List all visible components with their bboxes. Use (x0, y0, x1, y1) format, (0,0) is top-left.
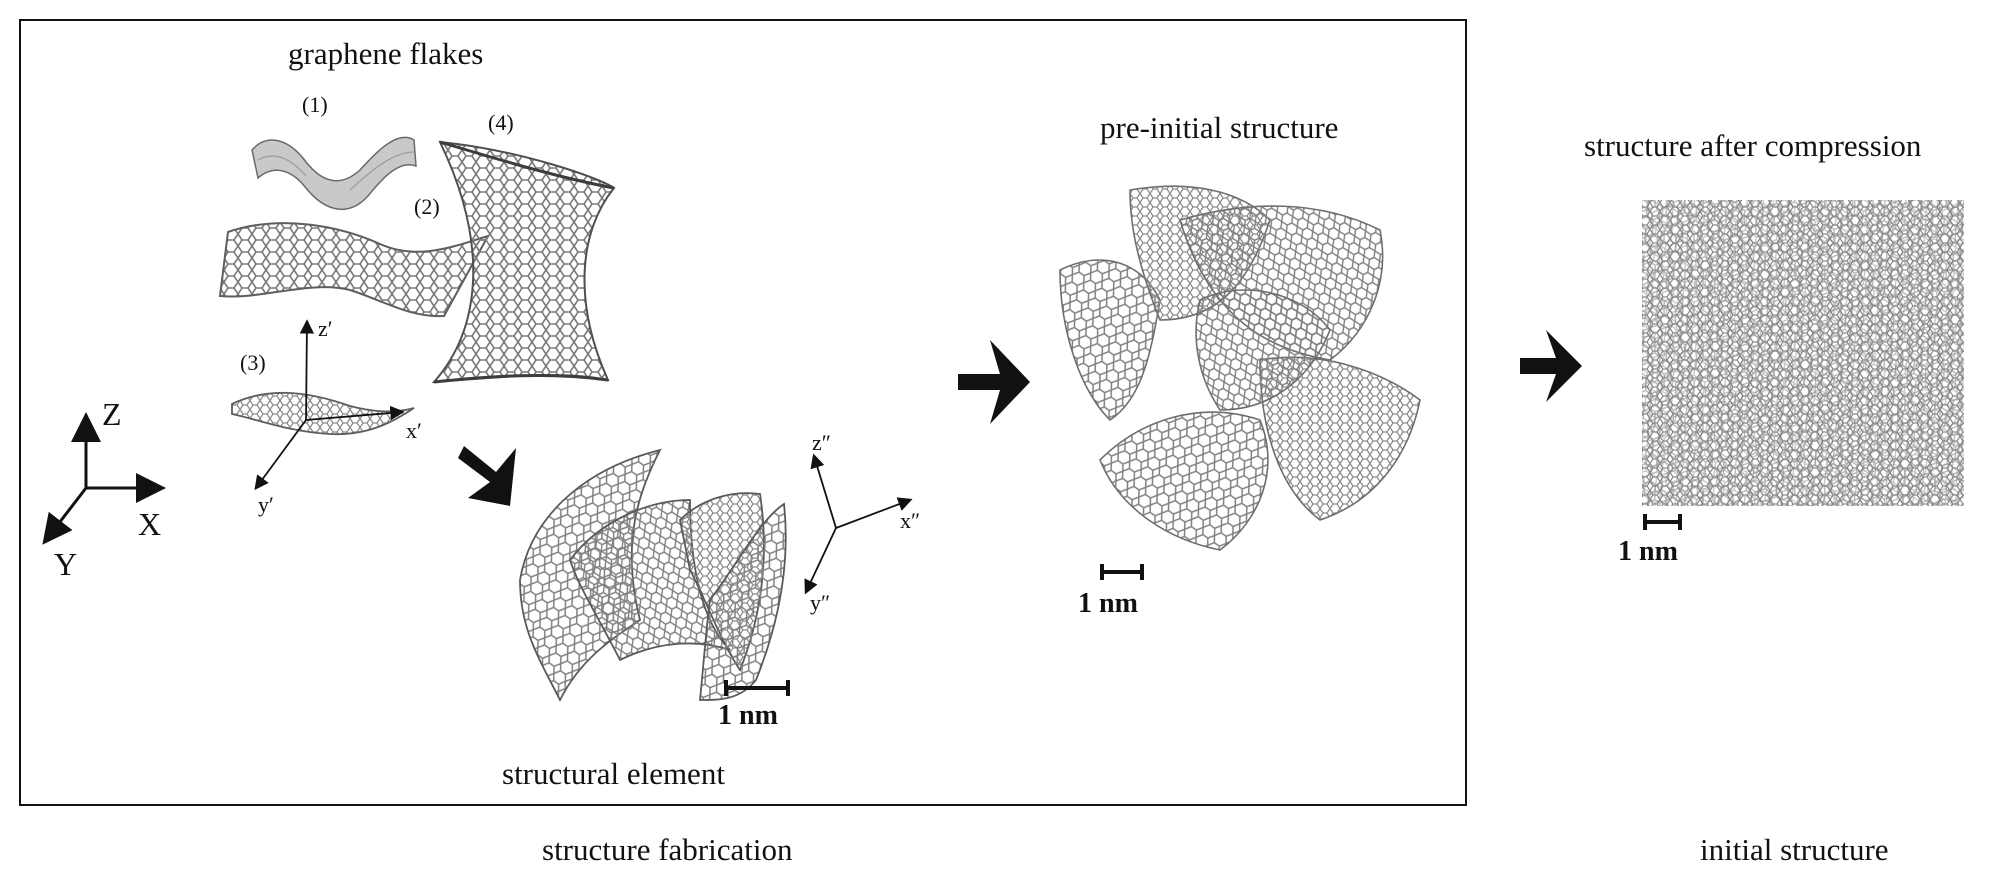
structural-element-sheets (519, 448, 787, 703)
axis-z-double-prime-label: z″ (812, 430, 831, 455)
axis-x-label: X (138, 506, 162, 542)
flake-2-label: (2) (414, 194, 440, 219)
arrow-to-element (458, 446, 516, 506)
scale-label-initial: 1 nm (1618, 536, 1678, 567)
scale-label-element: 1 nm (718, 700, 778, 731)
structure-fabrication-frame (19, 19, 1467, 806)
structure-fabrication-label: structure fabrication (542, 832, 793, 867)
initial-structure-label: initial structure (1700, 832, 1889, 867)
structural-element-label: structural element (502, 756, 725, 791)
axis-y-label: Y (54, 546, 78, 582)
flake-1-ribbon (251, 136, 417, 211)
pre-initial-structure-cluster (1059, 185, 1421, 551)
compressed-structure-block (1642, 200, 1964, 506)
scale-bar-pre-initial (1100, 564, 1144, 580)
axis-y-prime-label: y′ (258, 492, 274, 517)
axis-y-double-prime-label: y″ (810, 590, 831, 615)
double-prime-axes (804, 453, 913, 595)
flake-4-curved-sheet (431, 140, 616, 384)
graphene-flakes-label: graphene flakes (288, 36, 484, 71)
flake-3-sheet (231, 391, 415, 435)
axis-x-double-prime-label: x″ (900, 508, 921, 533)
arrow-to-pre-initial (958, 340, 1030, 424)
flake-1-label: (1) (302, 92, 328, 117)
flake-4-label: (4) (488, 110, 514, 135)
flake-3-label: (3) (240, 350, 266, 375)
axis-x-prime-label: x′ (406, 418, 422, 443)
scale-label-pre-initial: 1 nm (1078, 588, 1138, 619)
pre-initial-structure-label: pre-initial structure (1100, 110, 1339, 145)
scale-bar-element (724, 680, 790, 696)
flake-2-sheet (218, 222, 491, 318)
prime-axes (254, 319, 405, 491)
axis-z-label: Z (102, 396, 122, 432)
axis-z-prime-label: z′ (318, 316, 333, 341)
global-axes (42, 412, 166, 545)
arrow-to-compressed (1520, 330, 1582, 402)
scale-bar-initial (1643, 514, 1682, 530)
structure-after-compression-label: structure after compression (1584, 128, 1922, 163)
